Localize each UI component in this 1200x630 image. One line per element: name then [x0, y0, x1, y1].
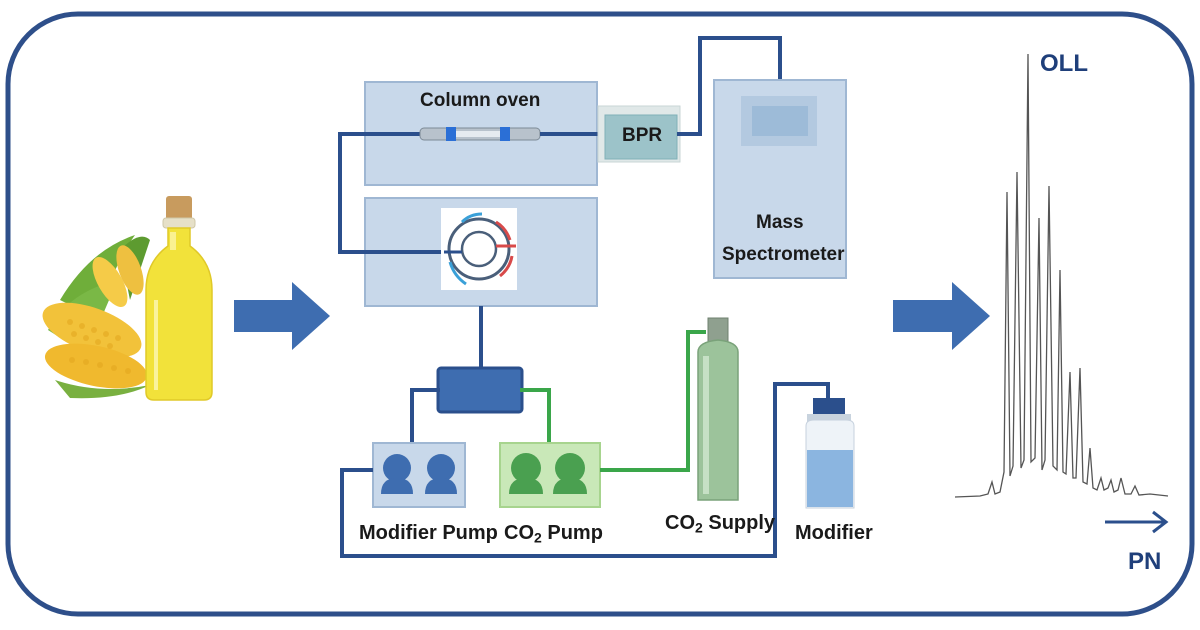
co2-supply-label-sub: 2 — [695, 519, 703, 536]
co2-pump-label-prefix: CO — [504, 522, 534, 544]
corn-and-oil-bottle-icon — [42, 196, 213, 401]
modifier-pump-label: Modifier Pump — [359, 522, 498, 544]
oil-bottle-icon — [145, 196, 213, 401]
co2-pump-label-suffix: Pump — [541, 522, 603, 544]
co2-pump-label-sub: 2 — [534, 529, 542, 546]
tubing-column-to-valve — [338, 132, 444, 254]
mass-spectrometer-label-line2: Spectrometer — [722, 244, 845, 265]
chromatography-column-icon — [419, 127, 541, 141]
peak-label-oll: OLL — [1040, 50, 1088, 77]
injection-valve-icon — [441, 208, 517, 290]
ms-panel-inner — [752, 106, 808, 136]
pump-head-icon — [509, 453, 587, 494]
outer-frame — [5, 11, 1195, 617]
solvent-bottle-icon — [805, 398, 855, 509]
co2-supply-label-suffix: Supply — [702, 512, 776, 534]
column-oven-label: Column oven — [420, 90, 541, 111]
co2-supply-label-prefix: CO — [665, 512, 695, 534]
corn-cob-icon — [42, 245, 148, 389]
tubing-mixer-to-co2-pump — [520, 388, 551, 446]
tubing-cylinder-to-co2-pump — [600, 330, 706, 472]
tubing-modifier-to-pump — [340, 382, 830, 558]
pump-head-icon — [381, 454, 457, 494]
mixer-icon — [436, 366, 524, 414]
bpr-inner — [604, 114, 678, 160]
flow-arrow-right — [893, 282, 990, 350]
tubing-mixer-to-modifier-pump — [410, 388, 440, 446]
tubing-bpr-to-ms — [677, 36, 782, 136]
bpr-label: BPR — [622, 125, 663, 146]
modifier-label: Modifier — [795, 522, 873, 544]
gas-cylinder-icon — [697, 317, 739, 501]
chromatogram-trace — [954, 53, 1169, 498]
flow-arrow-left — [234, 282, 330, 350]
co2-pump-label: CO2 Pump — [504, 522, 603, 545]
pn-axis-arrow — [1105, 510, 1169, 534]
co2-supply-label: CO2 Supply — [665, 512, 775, 535]
axis-label-pn: PN — [1128, 548, 1162, 575]
mass-spectrometer-label-line1: Mass — [756, 212, 804, 233]
